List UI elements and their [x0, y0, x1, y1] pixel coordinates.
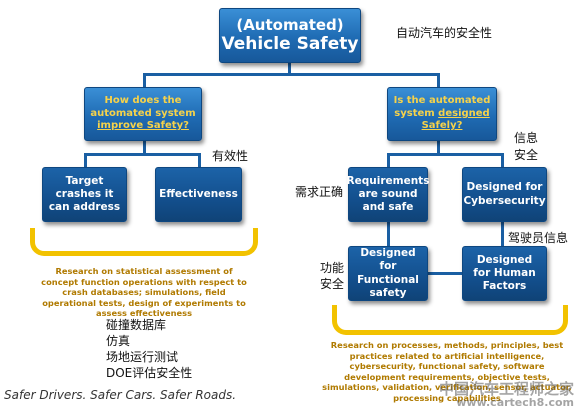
requirements-box: Requirements are sound and safe — [346, 167, 430, 222]
left-cn-item-2: 仿真 — [106, 334, 131, 348]
title-line-2: Vehicle Safety — [221, 34, 359, 55]
cybersecurity-box: Designed for Cybersecurity — [462, 167, 547, 222]
left-bracket — [30, 228, 258, 256]
right-q-designed: designed — [438, 107, 490, 119]
left-research-note: Research on statistical assessment of co… — [41, 266, 247, 319]
watermark-title: 中国汽车工程师之家 — [438, 380, 574, 398]
connector-left-b — [198, 153, 201, 167]
connector-top-horizontal — [143, 73, 439, 76]
connector-right-a — [387, 153, 390, 167]
left-q-line-2: automated system — [90, 107, 196, 119]
connector-cyber-down — [501, 222, 504, 246]
connector-left-a — [84, 153, 87, 167]
connector-right-horizontal — [387, 153, 503, 156]
title-cn-label: 自动汽车的安全性 — [396, 26, 493, 40]
right-bracket — [332, 305, 568, 335]
right-q-line-2-plain: system — [394, 107, 439, 119]
func-safety-cn-2: 安全 — [320, 277, 345, 291]
cybersecurity-label: Designed for Cybersecurity — [463, 181, 546, 207]
left-q-line-1: How does the — [104, 95, 182, 107]
functional-safety-label: Designed for Functional safety — [357, 247, 419, 299]
left-q-line-3: improve Safety? — [97, 120, 189, 132]
requirements-label: Requirements are sound and safe — [346, 174, 430, 214]
vehicle-safety-title-box: (Automated) Vehicle Safety — [219, 8, 361, 63]
left-cn-item-1: 碰撞数据库 — [106, 318, 167, 332]
human-factors-label: Designed for Human Factors — [473, 253, 536, 293]
designed-safely-question-box: Is the automated system designed Safely? — [387, 87, 497, 141]
site-watermark: 中国汽车工程师之家 www.cartech8.com — [438, 380, 574, 409]
connector-left-down — [143, 73, 146, 87]
connector-top-down — [288, 63, 291, 75]
human-factors-box: Designed for Human Factors — [462, 246, 547, 301]
effectiveness-label: Effectiveness — [159, 187, 238, 200]
connector-requirements-down — [387, 222, 390, 246]
right-q-line-3: Safely? — [421, 120, 463, 132]
right-q-line-2: system designed — [394, 108, 489, 121]
target-crashes-label: Target crashes it can address — [48, 174, 121, 214]
footer-slogan: Safer Drivers. Safer Cars. Safer Roads. — [4, 388, 237, 402]
right-research-note: Research on processes, methods, principl… — [322, 340, 572, 404]
watermark-url: www.cartech8.com — [456, 396, 574, 409]
functional-safety-box: Designed for Functional safety — [348, 246, 428, 301]
left-cn-item-4: DOE评估安全性 — [106, 366, 193, 380]
info-security-cn-1: 信息 — [514, 131, 539, 145]
connector-right-b — [501, 153, 504, 167]
improve-safety-question-box: How does the automated system improve Sa… — [84, 87, 202, 141]
left-cn-item-3: 场地运行测试 — [106, 350, 179, 364]
connector-right-down — [437, 73, 440, 87]
target-crashes-box: Target crashes it can address — [42, 167, 127, 222]
effectiveness-box: Effectiveness — [155, 167, 242, 222]
info-security-cn-2: 安全 — [514, 148, 539, 162]
title-line-1: (Automated) — [236, 15, 344, 34]
req-correct-cn-label: 需求正确 — [295, 185, 344, 199]
right-q-line-1: Is the automated — [393, 95, 491, 107]
effectiveness-cn-label: 有效性 — [212, 149, 249, 163]
connector-right-q-down — [437, 141, 440, 155]
connector-functional-human — [428, 272, 462, 275]
func-safety-cn-1: 功能 — [320, 261, 345, 275]
connector-left-horizontal — [84, 153, 200, 156]
driver-info-cn-label: 驾驶员信息 — [508, 231, 569, 245]
connector-left-q-down — [143, 141, 146, 155]
